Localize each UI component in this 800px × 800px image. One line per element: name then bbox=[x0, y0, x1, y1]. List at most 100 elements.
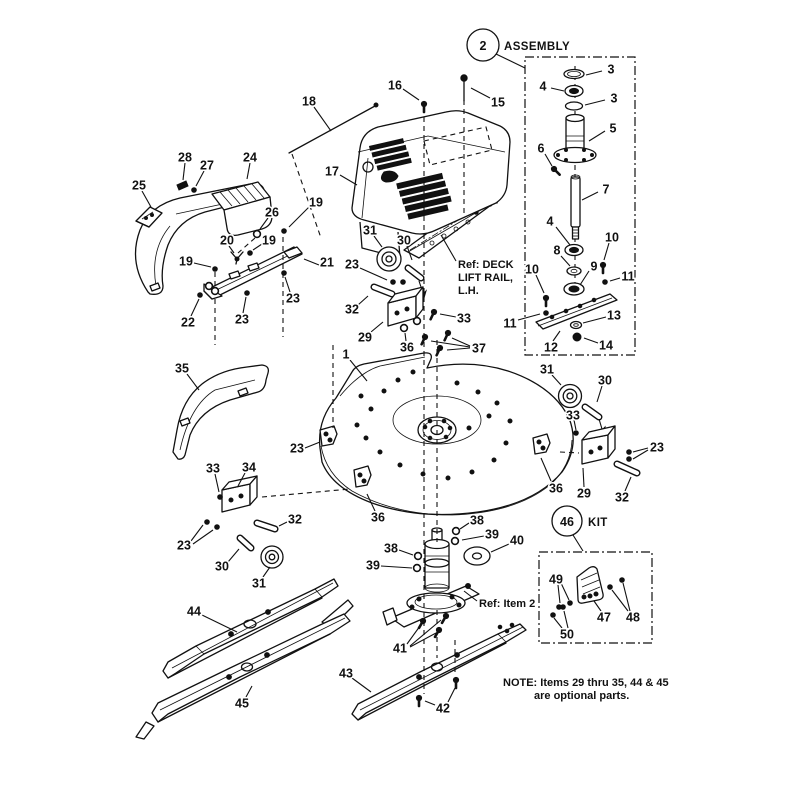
leader-line bbox=[490, 543, 510, 553]
leader-line bbox=[304, 441, 321, 449]
leader-line bbox=[446, 347, 471, 351]
leader-line bbox=[632, 449, 649, 460]
part-callout-43: 43 bbox=[339, 667, 353, 681]
ref-rail-line2: LIFT RAIL, bbox=[458, 272, 513, 284]
leader-line bbox=[242, 296, 247, 314]
blade-44 bbox=[162, 578, 339, 679]
part-callout-23: 23 bbox=[286, 292, 300, 306]
leader-line bbox=[246, 162, 251, 180]
leader-line bbox=[517, 313, 541, 321]
part-callout-39: 39 bbox=[485, 528, 499, 542]
ref-rail-line3: L.H. bbox=[458, 285, 479, 297]
deck-bracket-right bbox=[532, 433, 551, 455]
part-callout-47: 47 bbox=[597, 611, 611, 625]
leader-line bbox=[186, 373, 200, 391]
pin-32-right bbox=[613, 460, 641, 477]
part-callout-35: 35 bbox=[175, 362, 189, 376]
assembly-detail-box bbox=[524, 56, 636, 356]
kit-detail-box bbox=[538, 551, 653, 644]
leader-line bbox=[430, 340, 471, 348]
part-callout-33: 33 bbox=[566, 409, 580, 423]
snap-ring-3-top bbox=[563, 68, 585, 80]
fastener-bolt-head bbox=[452, 676, 460, 684]
leader-line bbox=[406, 625, 421, 645]
fastener-bolt-head bbox=[415, 694, 423, 702]
bracket-34 bbox=[221, 475, 258, 513]
fastener-bolt-head bbox=[420, 100, 428, 108]
fastener-dot bbox=[543, 310, 549, 316]
leader-line bbox=[237, 472, 246, 487]
leader-line bbox=[228, 245, 235, 254]
ref-item2-text: Ref: Item 2 bbox=[479, 598, 535, 610]
fastener-bolt-head bbox=[430, 308, 438, 316]
washer-8 bbox=[566, 266, 582, 276]
part-callout-30: 30 bbox=[397, 234, 411, 248]
leader-line bbox=[313, 106, 332, 132]
leader-line bbox=[579, 270, 590, 286]
leader-line bbox=[540, 457, 552, 482]
leader-line bbox=[366, 493, 376, 512]
part-callout-23: 23 bbox=[345, 258, 359, 272]
fastener-dot bbox=[390, 279, 396, 285]
part-callout-14: 14 bbox=[599, 339, 613, 353]
fastener-dot bbox=[556, 604, 562, 610]
part-callout-38: 38 bbox=[384, 542, 398, 556]
leader-line bbox=[288, 206, 310, 228]
fastener-dot bbox=[244, 290, 250, 296]
part-callout-19: 19 bbox=[179, 255, 193, 269]
leader-line bbox=[192, 529, 214, 545]
part-callout-44: 44 bbox=[187, 605, 201, 619]
fastener-washer bbox=[413, 551, 423, 561]
part-callout-48: 48 bbox=[626, 611, 640, 625]
nut-9 bbox=[563, 282, 585, 296]
snap-ring-3-bottom bbox=[564, 101, 584, 111]
leader-line bbox=[603, 242, 610, 261]
part-callout-18: 18 bbox=[302, 95, 316, 109]
leader-line bbox=[544, 153, 553, 167]
part-callout-1: 1 bbox=[343, 348, 350, 362]
leader-line bbox=[550, 87, 565, 92]
deflector-bracket-25 bbox=[135, 206, 163, 228]
part-callout-10: 10 bbox=[525, 263, 539, 277]
fastener-washer bbox=[412, 316, 422, 326]
leader-line bbox=[585, 70, 603, 76]
fastener-dot bbox=[197, 292, 203, 298]
part-callout-37: 37 bbox=[472, 342, 486, 356]
fastener-dot bbox=[567, 600, 573, 606]
bearing-4-lower bbox=[564, 243, 584, 257]
part-callout-31: 31 bbox=[252, 577, 266, 591]
leader-line bbox=[359, 267, 388, 281]
roller-31-right bbox=[557, 383, 583, 409]
part-callout-41: 41 bbox=[393, 642, 407, 656]
leader-line bbox=[201, 614, 238, 633]
fastener-dot bbox=[560, 604, 566, 610]
part-callout-8: 8 bbox=[554, 244, 561, 258]
fastener-dot bbox=[212, 266, 218, 272]
leader-line bbox=[461, 535, 485, 541]
leader-line bbox=[593, 600, 602, 612]
fastener-dot bbox=[574, 334, 580, 340]
part-callout-9: 9 bbox=[591, 260, 598, 274]
leader-line bbox=[303, 258, 320, 266]
leader-line bbox=[409, 619, 442, 647]
leader-line bbox=[582, 467, 585, 488]
deck-holes bbox=[354, 369, 513, 481]
part-callout-33: 33 bbox=[457, 312, 471, 326]
fastener-dot bbox=[573, 430, 579, 436]
part-callout-12: 12 bbox=[544, 341, 558, 355]
part-callout-32: 32 bbox=[345, 303, 359, 317]
part-callout-31: 31 bbox=[363, 224, 377, 238]
fastener-dot bbox=[626, 449, 632, 455]
fastener-washer bbox=[451, 526, 461, 536]
leader-line bbox=[406, 245, 413, 261]
part-callout-30: 30 bbox=[215, 560, 229, 574]
part-callout-10: 10 bbox=[605, 231, 619, 245]
note-line2: are optional parts. bbox=[534, 690, 629, 702]
part-callout-39: 39 bbox=[366, 559, 380, 573]
part-callout-15: 15 bbox=[491, 96, 505, 110]
roller-31-mid bbox=[376, 246, 402, 272]
bracket-29-right bbox=[581, 425, 616, 465]
part-callout-4: 4 bbox=[540, 80, 547, 94]
part-callout-32: 32 bbox=[615, 491, 629, 505]
